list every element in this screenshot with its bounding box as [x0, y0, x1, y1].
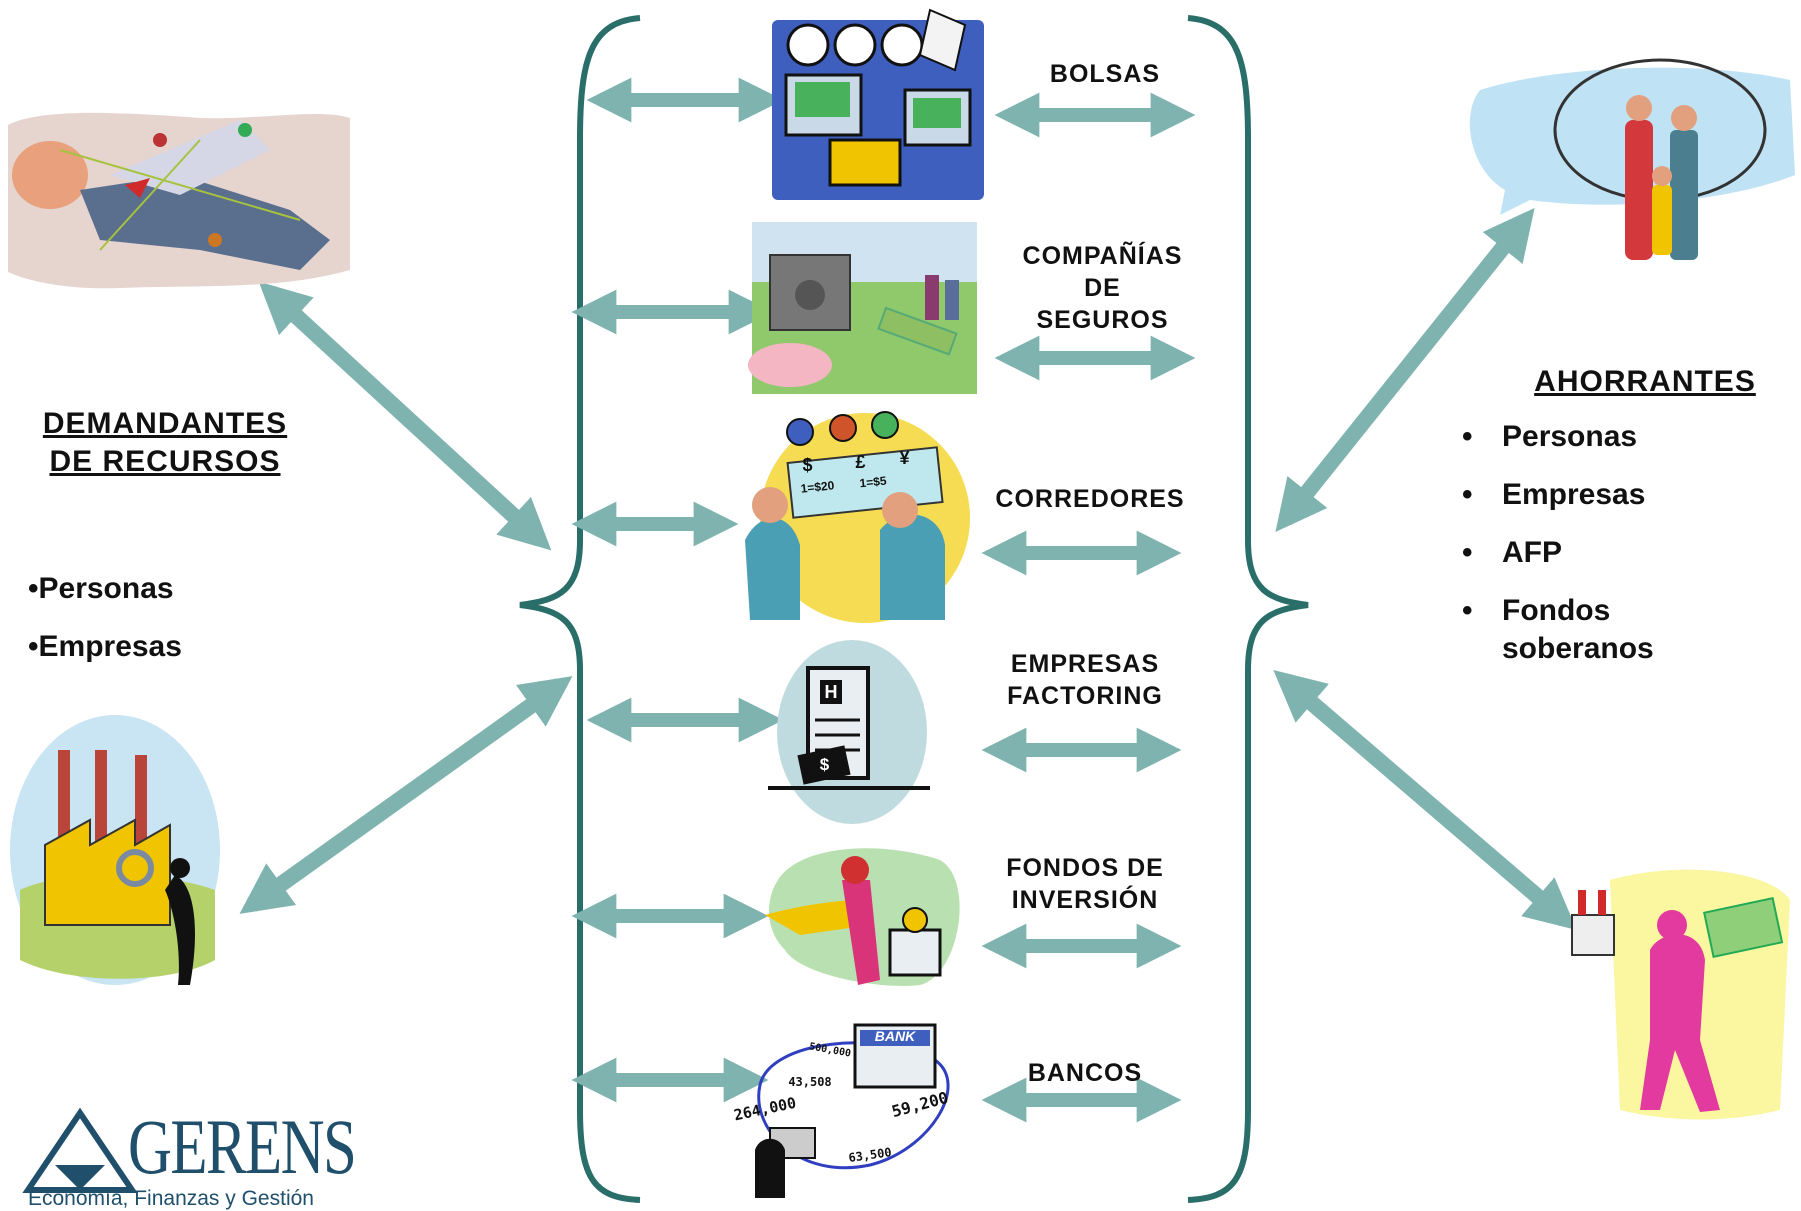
arrow-demandantes-top	[258, 281, 552, 551]
arrow-ahorrantes-bottom	[1273, 670, 1577, 930]
demandantes-item-personas: •Personas	[28, 572, 174, 605]
businessman-factory-money-clipart	[1571, 869, 1790, 1120]
bank-sign-label: BANK	[874, 1028, 916, 1044]
brokers-clipart	[745, 411, 970, 623]
label-seguros-line-3: SEGUROS	[1036, 306, 1169, 334]
bullet: •	[1462, 594, 1473, 627]
bullet: •	[1462, 536, 1473, 569]
stock-exchange-clipart	[772, 8, 984, 200]
label-seguros-line-1: COMPAÑÍAS	[1022, 242, 1183, 270]
demandantes-item-empresas: •Empresas	[28, 630, 182, 663]
ahorrantes-label-empresas: Empresas	[1502, 478, 1646, 511]
bank-number-2: 43,508	[788, 1075, 832, 1089]
demandantes-heading-line-1: DEMANDANTES	[42, 407, 288, 440]
factory-key-clipart	[10, 715, 220, 985]
label-factoring-line-2: FACTORING	[1007, 682, 1163, 710]
ahorrantes-list: • Personas • Empresas • AFP • Fondos sobera…	[1462, 418, 1654, 668]
label-bolsas-line: BOLSAS	[1049, 60, 1161, 88]
right-brace	[1187, 15, 1309, 1203]
label-bolsas: BOLSAS	[1010, 58, 1200, 90]
board-yen: ¥	[899, 448, 910, 468]
label-fondos-line-1: FONDOS DE	[1006, 854, 1164, 882]
board-dollar: $	[802, 455, 813, 475]
ahorrantes-item-empresas: • Empresas	[1462, 476, 1654, 514]
bank-clipart	[755, 1023, 950, 1198]
ahorrantes-item-fondos-soberanos: • Fondos soberanos	[1462, 592, 1654, 668]
demandantes-heading: DEMANDANTES DE RECURSOS	[15, 405, 315, 481]
label-empresas-factoring: EMPRESAS FACTORING	[980, 648, 1190, 712]
factoring-h-sign: H	[824, 682, 838, 702]
arrow-demandantes-bottom	[239, 676, 573, 914]
label-bancos-line: BANCOS	[1027, 1059, 1143, 1087]
ahorrantes-label-afp: AFP	[1502, 536, 1562, 569]
ahorrantes-label-fondos-soberanos: Fondos soberanos	[1502, 592, 1654, 668]
fondos-soberanos-line-2: soberanos	[1502, 632, 1654, 665]
gerens-logo-name: GERENS	[128, 1103, 357, 1190]
bullet: •	[1462, 478, 1473, 511]
arrow-ahorrantes-top	[1275, 208, 1535, 532]
ahorrantes-label-personas: Personas	[1502, 420, 1638, 453]
label-seguros-line-2: DE	[1084, 274, 1121, 302]
label-fondos-line-2: INVERSIÓN	[1011, 886, 1159, 914]
gerens-triangle-icon	[22, 1107, 138, 1193]
piggy-bank-family-clipart	[1469, 58, 1795, 260]
factoring-dollar-sign: $	[819, 755, 830, 774]
label-fondos-inversion: FONDOS DE INVERSIÓN	[980, 852, 1190, 916]
demandantes-heading-line-2: DE RECURSOS	[49, 445, 281, 478]
ahorrantes-heading: AHORRANTES	[1534, 365, 1756, 398]
label-factoring-line-1: EMPRESAS	[1010, 650, 1160, 678]
label-corredores-line: CORREDORES	[995, 485, 1185, 513]
label-bancos: BANCOS	[985, 1057, 1185, 1089]
gerens-logo-tagline: Economía, Finanzas y Gestión	[28, 1187, 314, 1210]
label-corredores: CORREDORES	[985, 483, 1195, 515]
board-pound: £	[855, 452, 866, 472]
label-companias-seguros: COMPAÑÍAS DE SEGUROS	[990, 240, 1215, 336]
fondos-soberanos-line-1: Fondos	[1502, 594, 1611, 627]
insurance-clipart	[748, 222, 977, 394]
ahorrantes-item-afp: • AFP	[1462, 534, 1654, 572]
left-brace	[519, 15, 641, 1203]
demandantes-list: •Personas •Empresas	[28, 560, 182, 676]
investment-fund-clipart	[765, 848, 960, 986]
gerens-logo: GERENS Economía, Finanzas y Gestión	[20, 1105, 357, 1210]
giant-tied-down-clipart	[8, 112, 350, 289]
bullet: •	[1462, 420, 1473, 453]
factoring-clipart	[768, 640, 930, 824]
ahorrantes-item-personas: • Personas	[1462, 418, 1654, 456]
